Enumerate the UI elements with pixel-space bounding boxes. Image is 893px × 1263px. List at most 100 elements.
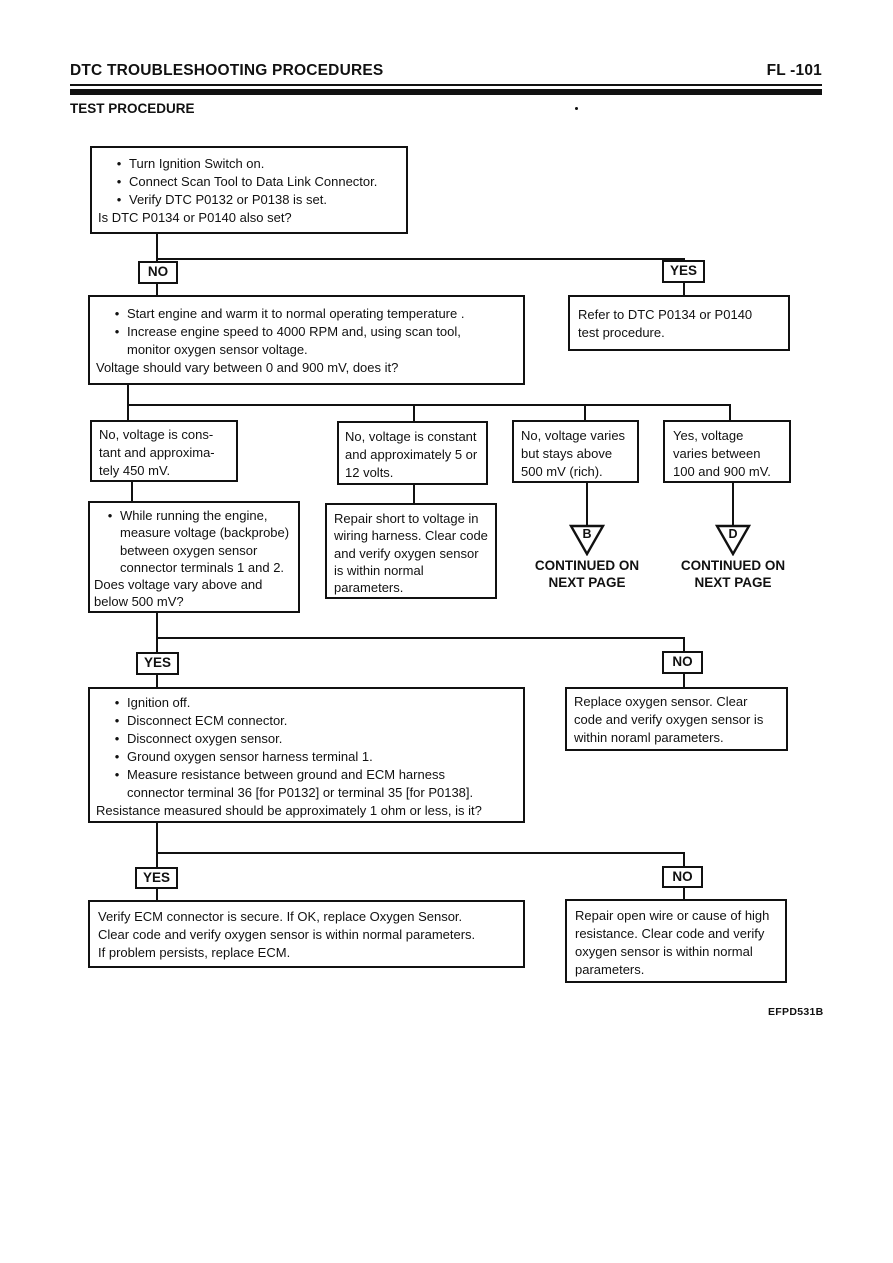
continuation-triangle-d-icon: D [715,524,751,556]
flow-line [413,484,415,504]
text-line: No, voltage is constant [345,429,477,444]
text-line: monitor oxygen sensor voltage. [127,342,308,357]
text-line: Yes, voltage [673,428,744,443]
decision-label-no-1: NO [138,261,178,284]
text-line: Increase engine speed to 4000 RPM and, u… [127,324,461,339]
text-line: and verify oxygen sensor [334,545,479,561]
text-line: and approximately 5 or [345,447,478,462]
flow-line [683,852,685,867]
text-line: While running the engine, [120,508,268,523]
flow-line [127,404,731,406]
question-line: Resistance measured should be approximat… [96,803,482,818]
replace-sensor-box: Replace oxygen sensor. Clear code and ve… [565,687,788,751]
backprobe-test-box: •While running the engine, measure volta… [88,501,300,613]
result-450mv-box: No, voltage is cons- tant and approxima-… [90,420,238,482]
refer-dtc-box: Refer to DTC P0134 or P0140 test procedu… [568,295,790,351]
flow-line [127,384,129,406]
text-line: connector terminal 36 [for P0132] or ter… [127,785,474,800]
text-line: wiring harness. Clear code [334,528,488,544]
text-line: measure voltage (backprobe) [120,525,290,541]
text-line: No, voltage varies [521,428,626,443]
text-line: Verify ECM connector is secure. If OK, r… [98,909,463,924]
bullet-icon: • [114,731,120,746]
text-line: Repair short to voltage in [334,511,479,526]
flow-line [683,886,685,900]
flow-line [156,234,158,261]
step-line: • Disconnect ECM connector. [96,712,517,730]
text-line: Clear code and verify oxygen sensor is w… [98,927,476,942]
flow-line [586,482,588,526]
flow-line [683,282,685,296]
text-line: parameters. [575,962,645,977]
flow-line [156,612,158,639]
connector-letter: B [582,527,591,541]
start-box: • Turn Ignition Switch on. • Connect Scan … [90,146,408,234]
flow-line [156,852,158,868]
bullet-icon: • [114,767,120,782]
header-rule-thick [70,89,822,95]
warmup-test-box: •Start engine and warm it to normal oper… [88,295,525,385]
text-line: code and verify oxygen sensor is [574,712,764,727]
step-line: • Connect Scan Tool to Data Link Connecto… [98,173,400,191]
step-line: •Increase engine speed to 4000 RPM and, … [96,323,517,341]
text-line: Measure resistance between ground and EC… [127,767,445,782]
question-line: Is DTC P0134 or P0140 also set? [98,210,292,225]
figure-code: EFPD531B [768,1006,824,1018]
text-line: but stays above [521,446,613,461]
text-line: test procedure. [578,325,665,340]
step-line: • Verify DTC P0132 or P0138 is set. [98,191,400,209]
text-line: Disconnect ECM connector. [127,713,288,728]
flow-line [156,637,158,653]
bullet-icon: • [114,713,120,728]
step-line: • Ground oxygen sensor harness terminal 1… [96,748,517,766]
continuation-triangle-b-icon: B [569,524,605,556]
stray-dot [575,107,578,110]
continued-note-d: CONTINUED ON NEXT PAGE [680,558,786,590]
text-line: resistance. Clear code and verify [575,926,765,941]
flow-line [156,637,685,639]
flow-line [683,672,685,688]
resistance-test-box: •Ignition off. •Disconnect ECM connector… [88,687,525,823]
flow-line [156,887,158,901]
bullet-icon: • [116,192,122,207]
verify-ecm-box: Verify ECM connector is secure. If OK, r… [88,900,525,968]
flow-line [156,283,158,296]
decision-label-yes-3: YES [135,867,178,889]
question-line: below 500 mV? [94,594,184,610]
step-line: •While running the engine, [94,507,294,524]
text-line: tely 450 mV. [99,463,171,478]
text-line: Verify DTC P0132 or P0138 is set. [129,192,327,207]
text-line: Connect Scan Tool to Data Link Connector… [129,174,378,189]
decision-label-yes-2: YES [136,652,179,675]
bullet-icon: • [114,749,120,764]
text-line: Ground oxygen sensor harness terminal 1. [127,749,373,764]
text-line: Ignition off. [127,695,191,710]
page-title: DTC TROUBLESHOOTING PROCEDURES [70,62,384,79]
flow-line [683,637,685,652]
bullet-icon: • [116,174,122,189]
bullet-icon: • [116,156,122,171]
flow-line [729,404,731,421]
flow-line [732,482,734,526]
step-line: •Ignition off. [96,694,517,712]
text-line: Replace oxygen sensor. Clear [574,694,748,709]
header-rule-thin [70,84,822,86]
step-line: •Start engine and warm it to normal oper… [96,305,517,323]
text-line: varies between [673,446,761,461]
text-line: Repair open wire or cause of high [575,908,770,923]
flow-line [131,481,133,502]
step-line: • Measure resistance between ground and E… [96,766,517,784]
decision-label-no-2: NO [662,651,703,674]
text-line: connector terminals 1 and 2. [120,559,285,575]
text-line: 12 volts. [345,465,394,480]
text-line: 100 and 900 mV. [673,464,771,479]
text-line: If problem persists, replace ECM. [98,945,291,960]
question-line: Voltage should vary between 0 and 900 mV… [96,360,399,375]
text-line: Turn Ignition Switch on. [129,156,265,171]
decision-label-no-3: NO [662,866,703,888]
text-line: 500 mV (rich). [521,464,603,479]
text-line: tant and approxima- [99,445,215,460]
repair-short-box: Repair short to voltage in wiring harnes… [325,503,497,599]
page-number: FL -101 [766,62,822,79]
